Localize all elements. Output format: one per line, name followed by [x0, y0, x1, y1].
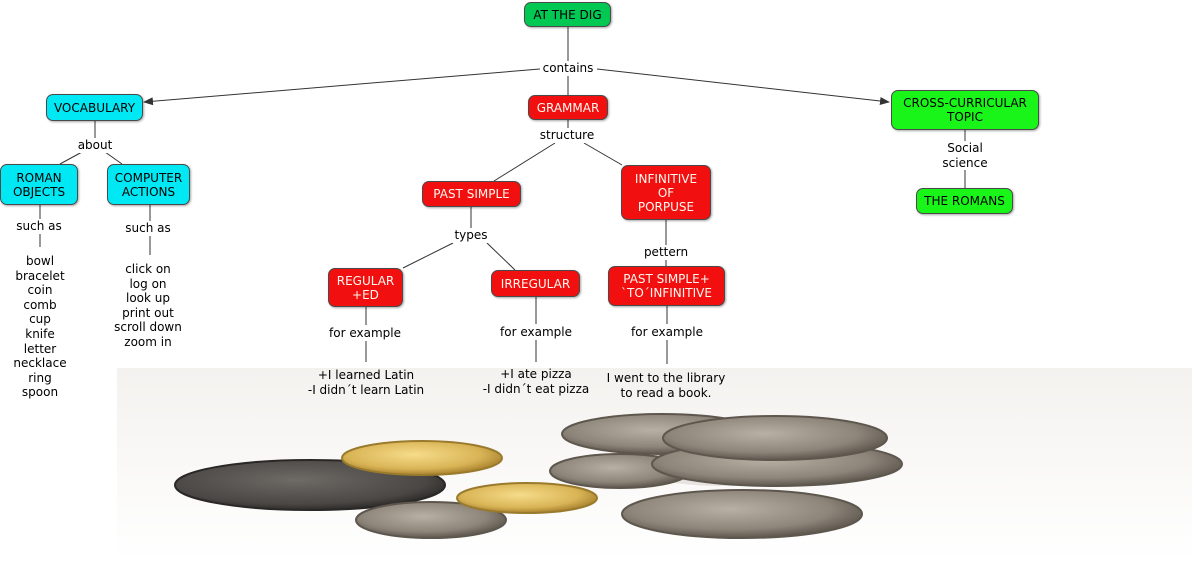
list-roman-objects: bowl bracelet coin comb cup knife letter… [13, 254, 66, 400]
link-contains-vocabulary [143, 68, 541, 106]
link-label-pettern: pettern [641, 245, 691, 260]
concept-the-romans[interactable]: THE ROMANS [916, 188, 1013, 214]
link-about-computer [104, 151, 123, 165]
concept-irregular[interactable]: IRREGULAR [491, 270, 580, 297]
link-label-social-science: Social science [940, 141, 990, 171]
concept-at-the-dig[interactable]: AT THE DIG [524, 2, 611, 27]
link-label-such-as-objects: such as [14, 219, 64, 234]
list-item: cup [29, 312, 51, 327]
list-item: I went to the library [606, 371, 726, 385]
list-item: coin [27, 283, 53, 298]
list-item: +I ate pizza [500, 367, 572, 381]
link-contains-topic [596, 68, 890, 105]
list-item: ring [28, 370, 52, 385]
list-item: scroll down [114, 320, 182, 335]
list-irregular-example: +I ate pizza -I didn´t eat pizza [483, 367, 590, 396]
list-infinitive-example: I went to the library to read a book. [607, 371, 726, 400]
link-types-regular [402, 242, 454, 269]
list-regular-example: +I learned Latin -I didn´t learn Latin [308, 368, 424, 397]
concept-computer-actions[interactable]: COMPUTER ACTIONS [107, 164, 190, 205]
list-item: -I didn´t eat pizza [482, 381, 590, 396]
list-item: look up [125, 291, 171, 306]
concept-roman-objects[interactable]: ROMAN OBJECTS [0, 164, 78, 205]
concept-infinitive-of-porpuse[interactable]: INFINITIVE OF PORPUSE [621, 165, 711, 220]
list-item: click on [125, 262, 171, 276]
link-structure-past [493, 142, 556, 182]
roman-coins-image [117, 368, 1192, 560]
list-item: log on [129, 276, 167, 291]
link-label-contains: contains [540, 61, 596, 76]
link-types-irregular [486, 242, 516, 271]
link-label-types: types [452, 228, 490, 243]
link-label-such-as-actions: such as [123, 221, 173, 236]
link-label-for-example-infinitive: for example [629, 325, 705, 340]
list-item: letter [23, 341, 57, 356]
list-item: print out [122, 305, 174, 320]
concept-regular-ed[interactable]: REGULAR +ED [328, 268, 403, 307]
concept-past-simple[interactable]: PAST SIMPLE [422, 181, 521, 207]
list-computer-actions: click on log on look up print out scroll… [114, 262, 182, 350]
link-label-for-example-irregular: for example [498, 325, 574, 340]
link-about-roman [59, 151, 83, 165]
list-item: spoon [21, 385, 59, 400]
list-item: comb [23, 297, 57, 312]
list-item: bracelet [15, 268, 65, 283]
link-label-structure: structure [537, 128, 597, 143]
list-item: bowl [25, 254, 55, 268]
link-structure-infinitive [583, 142, 623, 166]
link-label-for-example-regular: for example [327, 326, 403, 341]
concept-grammar[interactable]: GRAMMAR [528, 95, 608, 120]
list-item: necklace [13, 356, 67, 371]
list-item: -I didn´t learn Latin [307, 382, 425, 397]
list-item: zoom in [124, 334, 172, 349]
concept-past-simple-to-infinitive[interactable]: PAST SIMPLE+ `TO´INFINITIVE [608, 266, 725, 306]
list-item: +I learned Latin [317, 368, 415, 382]
concept-cross-curricular-topic[interactable]: CROSS-CURRICULAR TOPIC [891, 90, 1039, 130]
concept-vocabulary[interactable]: VOCABULARY [46, 94, 143, 121]
link-label-about: about [75, 138, 115, 153]
list-item: to read a book. [620, 385, 712, 400]
list-item: knife [25, 326, 55, 341]
